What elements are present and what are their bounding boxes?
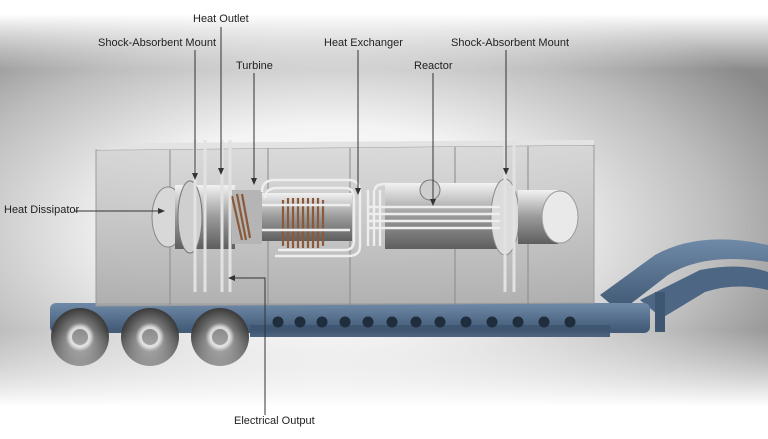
label-heat-dissipator: Heat Dissipator (4, 204, 80, 216)
leader-electrical-output (232, 277, 266, 415)
bottom-fade (0, 330, 768, 439)
label-electrical-output: Electrical Output (234, 415, 315, 427)
label-reactor: Reactor (414, 60, 453, 72)
label-turbine: Turbine (236, 60, 273, 72)
label-shock-mount-left: Shock-Absorbent Mount (98, 37, 217, 49)
label-heat-exchanger: Heat Exchanger (324, 37, 403, 49)
label-heat-outlet: Heat Outlet (193, 13, 249, 25)
label-shock-mount-right: Shock-Absorbent Mount (451, 37, 570, 49)
top-fade (0, 0, 768, 70)
trailer-holes (272, 316, 576, 328)
turbine-coils (230, 193, 325, 248)
